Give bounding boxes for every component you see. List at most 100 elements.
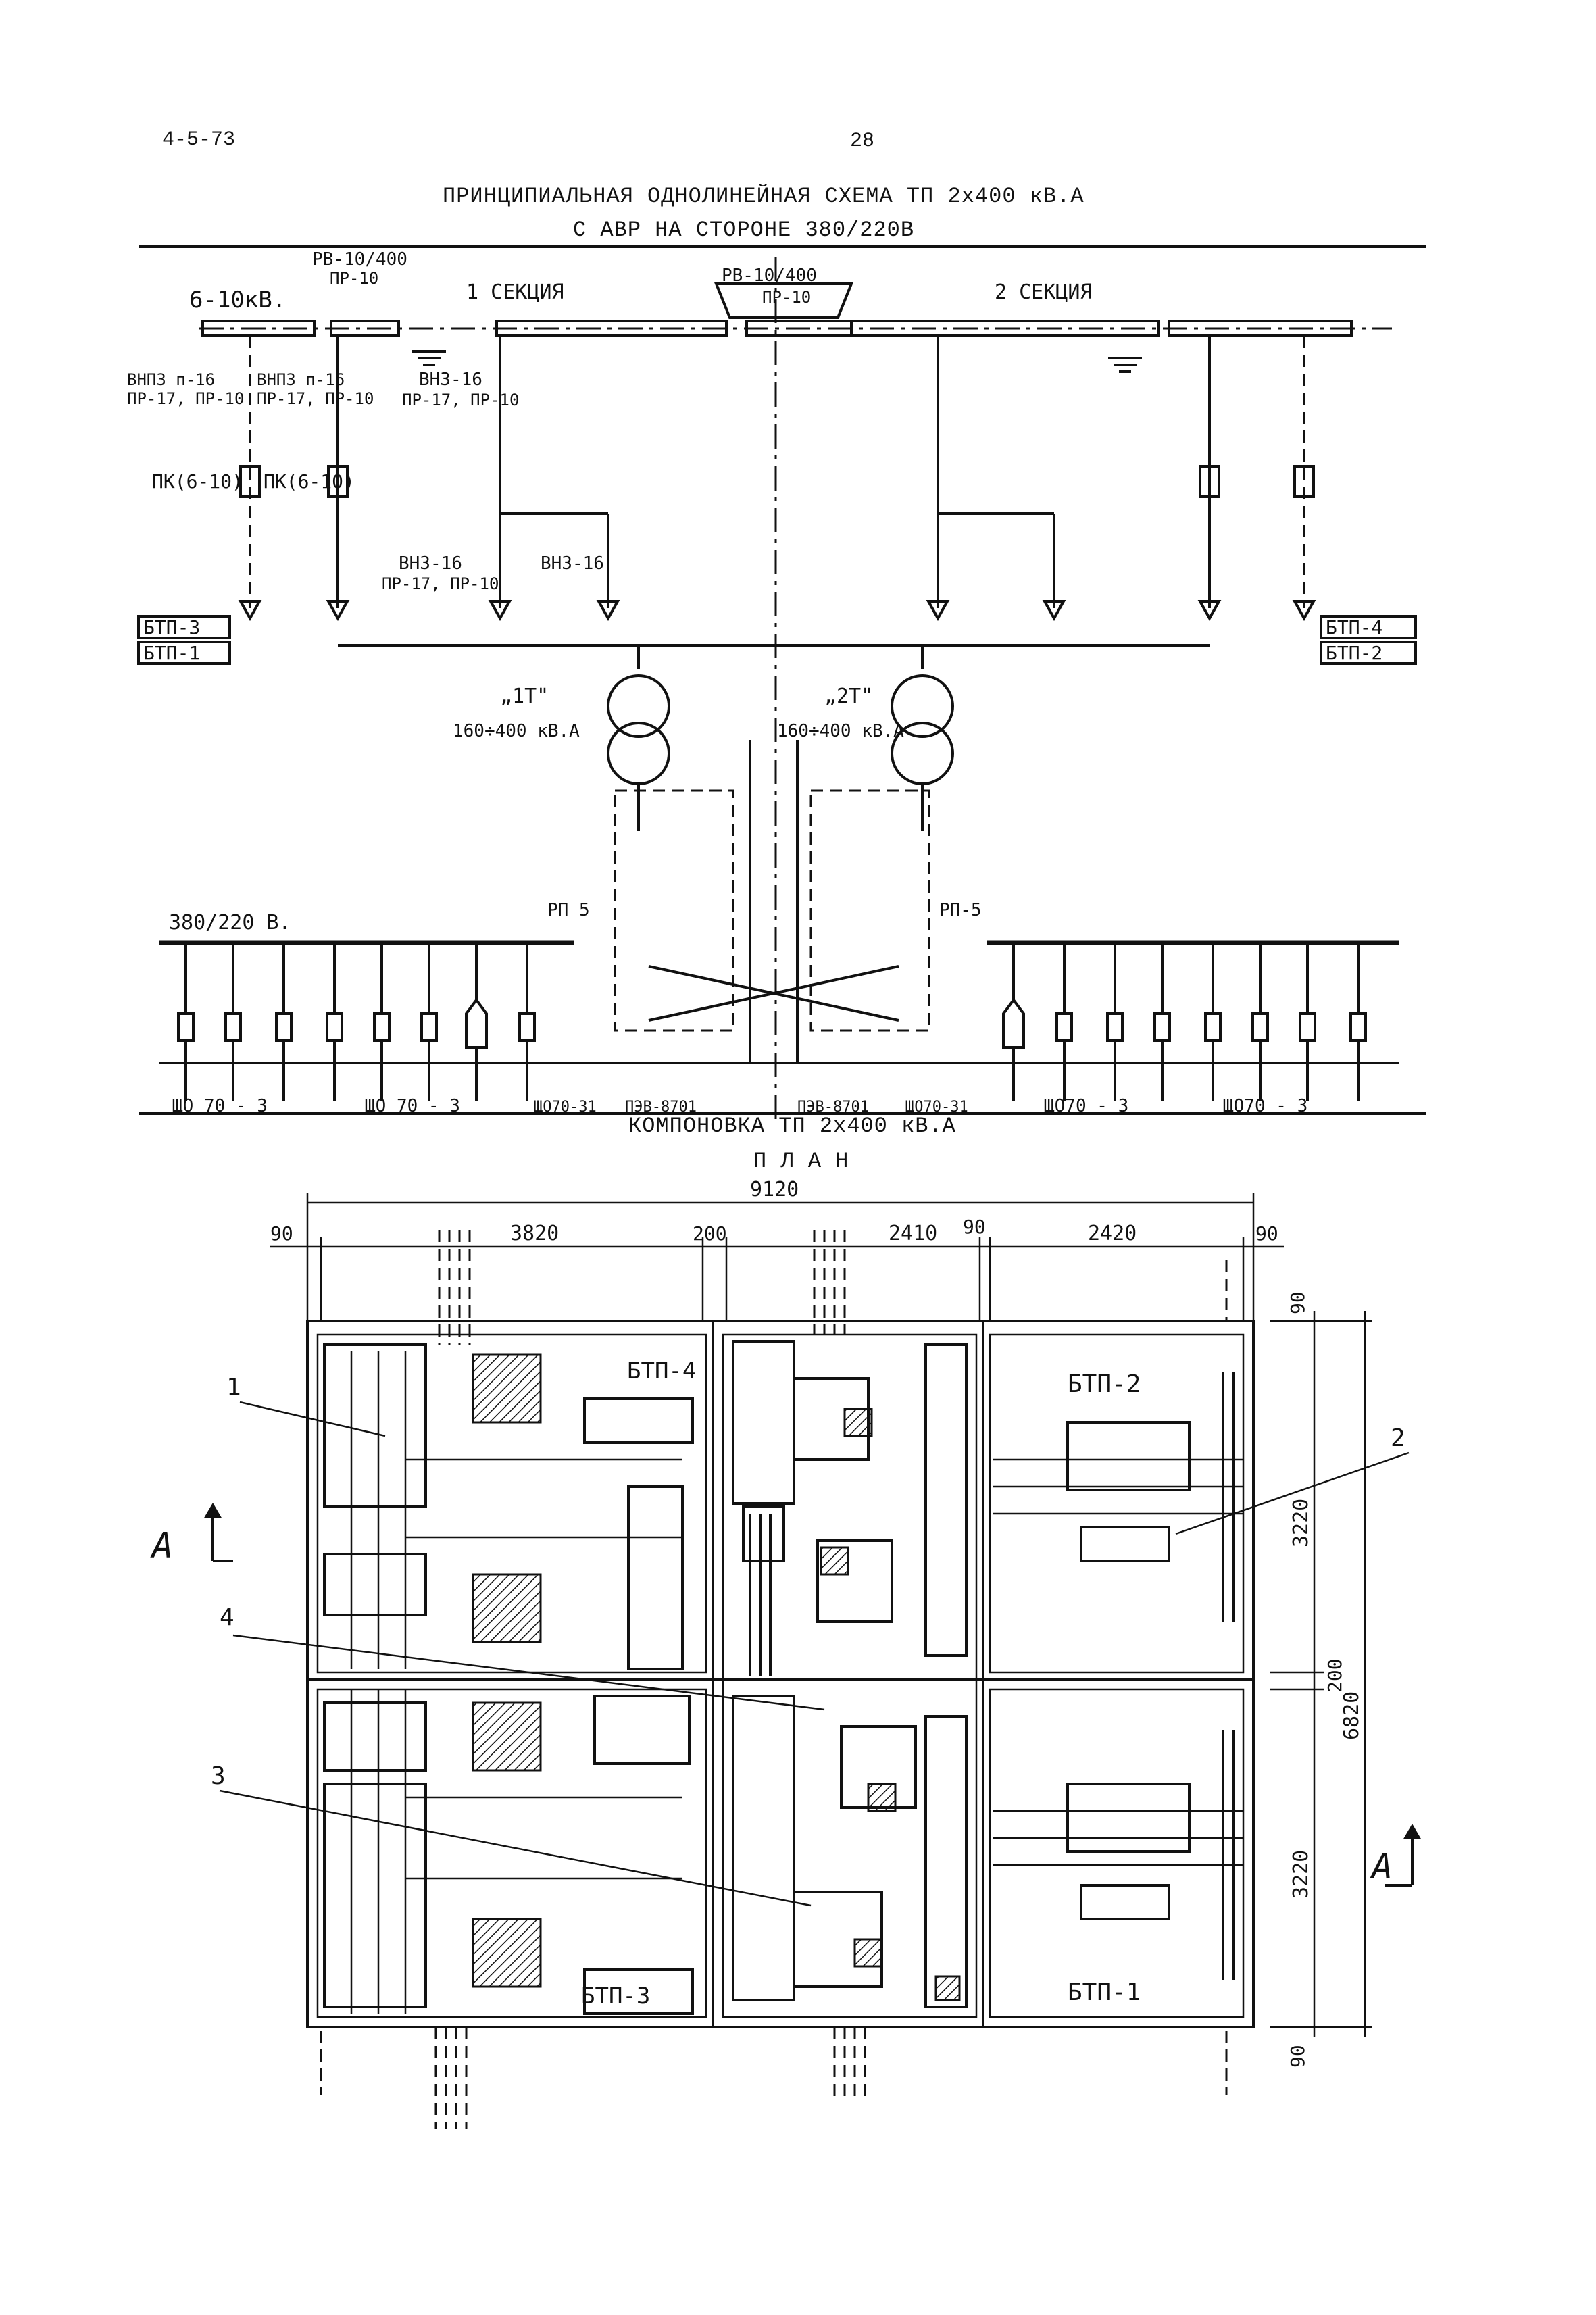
room-btp4 [316,1333,707,1674]
block-btp1-label: БТП-1 [143,642,200,664]
switch-label-b-top: ВНП3 п-16 [257,370,345,389]
lv-busbar [159,940,1399,1064]
callout-3-leader [219,1789,812,1907]
hv-feeder-terminals [238,600,1316,622]
callout-1-leader [239,1401,386,1437]
dim-edge-mid: 90 [963,1216,986,1238]
section-mark-right-symbol [1385,1824,1422,1887]
hv-fuse-d [1293,465,1315,498]
plan-title: КОМПОНОВКА ТП 2х400 кВ.А [628,1114,956,1139]
transformer-2-symbol [891,674,954,831]
dim-total-width: 9120 [750,1178,799,1201]
cable-ducts-bottom [320,2027,1228,2129]
block-btp3-label: БТП-3 [143,616,200,639]
callout-2: 2 [1391,1424,1405,1452]
panel-label-1: ЩО 70 - 3 [172,1096,268,1116]
section-2-label: 2 СЕКЦИЯ [995,280,1093,304]
feeder-switch-label-top: ВН3-16 [399,553,462,574]
ground-symbols [412,350,1142,373]
section-mark-left: А [150,1526,173,1566]
dim-height-top: 3220 [1289,1499,1313,1547]
panel-label-8: ЩО70 - 3 [1223,1096,1307,1116]
room-btp2 [989,1333,1245,1674]
dim-height-bottom: 3220 [1289,1850,1313,1899]
fuse-label-a: ПК(6-10) [152,470,243,493]
dim-mid-gap: 200 [693,1222,727,1245]
dim-mid: 2410 [889,1222,937,1245]
section-1-label: 1 СЕКЦИЯ [466,280,564,304]
hv-fuse-b [327,465,349,498]
ats-block-right [809,789,930,1032]
central-switchgear [722,1333,978,2018]
dim-edge-left: 90 [270,1222,293,1245]
panel-label-7: ЩО70 - 3 [1044,1096,1128,1116]
feeder-switch-label-bottom: ПР-17, ПР-10 [382,574,499,593]
load-switch-label-bottom: ПР-17, ПР-10 [402,391,519,409]
lv-feeders-right [1002,943,1367,1101]
room-btp2-label: БТП-2 [1068,1370,1141,1398]
block-btp1-box [137,641,231,665]
section-mark-right: А [1370,1847,1393,1887]
lv-voltage-label: 380/220 В. [169,911,291,935]
ats-cross-2 [648,965,899,1022]
room-btp3 [316,1688,707,2018]
hv-fuse-a [239,465,261,498]
dim-height-mid: 200 [1324,1658,1346,1693]
ats-block-left [614,789,734,1032]
callout-2-leader [1175,1451,1410,1535]
hv-branches [249,336,1305,669]
hv-fuse-c [1199,465,1220,498]
plan-subtitle: П Л А Н [753,1149,849,1174]
transformer-2-label: „2Т" [824,684,873,708]
block-btp3-box [137,615,231,639]
block-btp4-label: БТП-4 [1326,616,1382,639]
dim-top: 90 [1287,1291,1309,1314]
dim-height-total: 6820 [1340,1691,1364,1740]
callout-4-leader [232,1634,825,1711]
cable-ducts-top [320,1230,1228,1345]
panel-label-4: ПЭВ-8701 [625,1099,697,1116]
callout-1: 1 [226,1374,241,1401]
plan-dimension-lines [270,1193,1372,2037]
room-btp1-label: БТП-1 [1068,1978,1141,2006]
schema-title: ПРИНЦИПИАЛЬНАЯ ОДНОЛИНЕЙНАЯ СХЕМА ТП 2х4… [443,184,1084,209]
callout-3: 3 [211,1762,226,1790]
lv-feeders-left [177,943,536,1101]
hv-voltage-label: 6-10кВ. [189,287,286,314]
block-btp2-box [1320,641,1417,665]
disconnector-left-top: РВ-10/400 [312,249,407,270]
fuse-label-b: ПК(6-10) [264,470,355,493]
dim-left: 3820 [510,1222,559,1245]
transformer-1-rating: 160÷400 кВ.А [453,721,580,741]
room-btp3-label: БТП-3 [581,1983,650,2010]
disconnector-mid-top: РВ-10/400 [722,266,817,286]
page-number: 28 [850,130,875,153]
dim-right: 2420 [1088,1222,1137,1245]
switch-label-b-bottom: ПР-17, ПР-10 [257,389,374,408]
transformer-1-label: „1Т" [500,684,549,708]
switch-label-a-bottom: ПР-17, ПР-10 [127,389,244,408]
section-mark-left-symbol [203,1503,233,1562]
feeder-switch-2-label: ВН3-16 [541,553,604,574]
room-btp4-label: БТП-4 [627,1358,696,1385]
room-btp1 [989,1688,1245,2018]
transformer-1-symbol [607,674,670,831]
building-outline [306,1320,1255,2028]
panel-label-5: ПЭВ-8701 [797,1099,869,1116]
load-switch-label-top: ВН3-16 [419,370,482,390]
dim-bottom: 90 [1287,2045,1309,2068]
panel-label-2: ЩО 70 - 3 [365,1096,460,1116]
breaker-left-label: РП 5 [547,900,590,920]
callout-4: 4 [220,1603,234,1631]
breaker-right-label: РП-5 [939,900,982,920]
document-code: 4-5-73 [162,128,236,151]
dim-edge-right: 90 [1255,1222,1278,1245]
transformer-2-rating: 160÷400 кВ.А [777,721,904,741]
hv-busbar [199,282,1392,337]
switch-label-a-top: ВНП3 п-16 [127,370,215,389]
block-btp4-box [1320,615,1417,639]
schema-subtitle: С АВР НА СТОРОНЕ 380/220В [573,218,915,243]
disconnector-mid-bottom: ПР-10 [762,288,811,307]
